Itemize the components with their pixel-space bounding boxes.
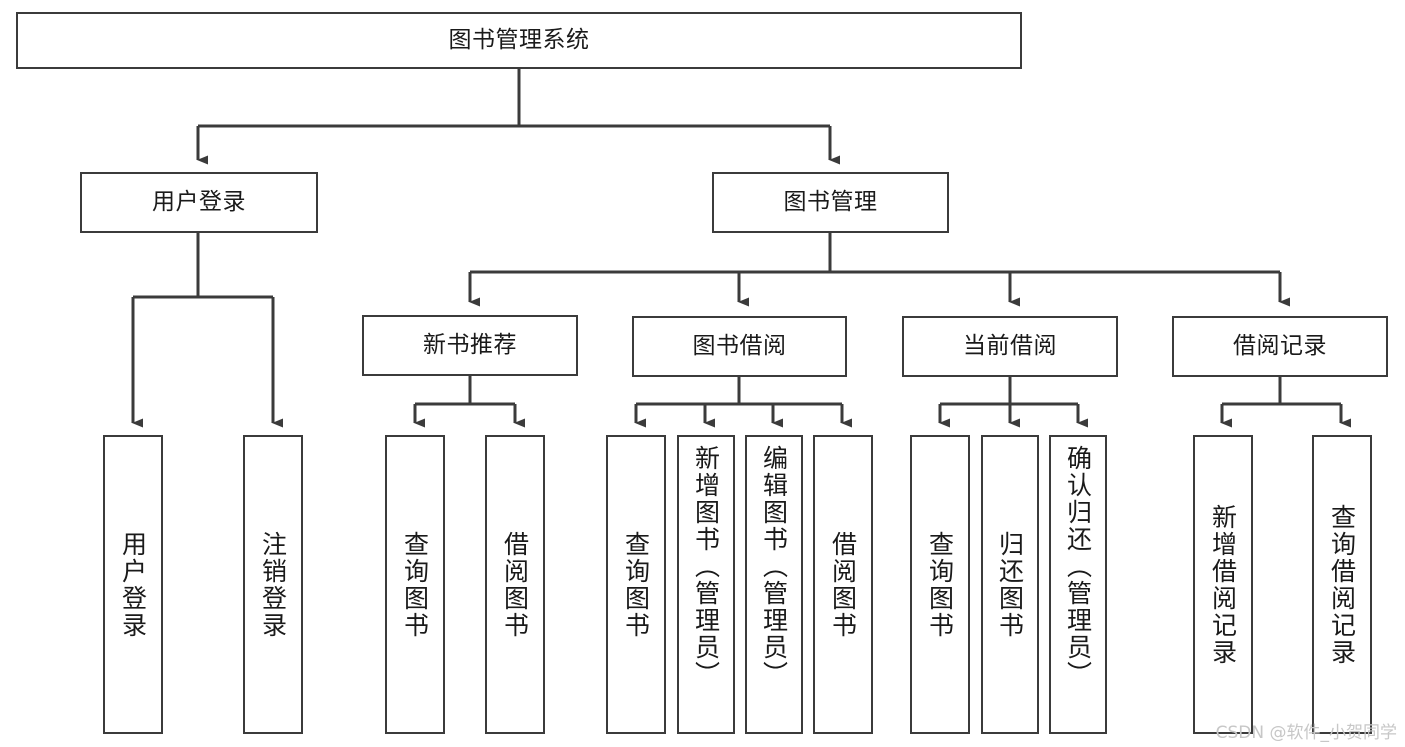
- node-label: 用户登录: [118, 530, 148, 639]
- leaf-book-borrow-add[interactable]: 新增图书（管理员）: [677, 435, 735, 734]
- node-label: 图书借阅: [692, 332, 787, 359]
- leaf-current-borrow-confirm-return[interactable]: 确认归还（管理员）: [1049, 435, 1107, 734]
- leaf-new-book-borrow[interactable]: 借阅图书: [485, 435, 545, 734]
- node-book-management[interactable]: 图书管理: [712, 172, 949, 233]
- node-label: 查询图书: [400, 530, 430, 639]
- node-new-book-recommend[interactable]: 新书推荐: [362, 315, 578, 376]
- node-label: 新增借阅记录: [1208, 503, 1238, 666]
- node-label: 借阅图书: [828, 530, 858, 639]
- node-borrow-record[interactable]: 借阅记录: [1172, 316, 1388, 377]
- node-root-system[interactable]: 图书管理系统: [16, 12, 1022, 69]
- node-book-borrow[interactable]: 图书借阅: [632, 316, 847, 377]
- node-label: 用户登录: [152, 188, 246, 215]
- leaf-book-borrow-edit[interactable]: 编辑图书（管理员）: [745, 435, 803, 734]
- leaf-user-login-login[interactable]: 用户登录: [103, 435, 163, 734]
- leaf-new-book-query[interactable]: 查询图书: [385, 435, 445, 734]
- leaf-book-borrow-borrow[interactable]: 借阅图书: [813, 435, 873, 734]
- csdn-watermark: CSDN @软件_小贺同学: [1215, 723, 1397, 743]
- node-label: 编辑图书（管理员）: [759, 445, 789, 688]
- node-label: 当前借阅: [963, 332, 1057, 359]
- node-label: 借阅记录: [1233, 332, 1327, 359]
- node-label: 图书管理: [783, 188, 878, 215]
- node-label: 注销登录: [258, 530, 288, 639]
- node-label: 查询借阅记录: [1327, 503, 1357, 666]
- node-label: 归还图书: [995, 530, 1025, 639]
- node-label: 查询图书: [621, 530, 651, 639]
- leaf-borrow-record-query[interactable]: 查询借阅记录: [1312, 435, 1372, 734]
- node-current-borrow[interactable]: 当前借阅: [902, 316, 1118, 377]
- leaf-book-borrow-query[interactable]: 查询图书: [606, 435, 666, 734]
- leaf-user-login-logout[interactable]: 注销登录: [243, 435, 303, 734]
- node-label: 图书管理系统: [448, 26, 590, 53]
- leaf-current-borrow-query[interactable]: 查询图书: [910, 435, 970, 734]
- node-label: 查询图书: [925, 530, 955, 639]
- node-label: 新增图书（管理员）: [691, 445, 721, 688]
- leaf-current-borrow-return[interactable]: 归还图书: [981, 435, 1039, 734]
- node-label: 借阅图书: [500, 530, 530, 639]
- leaf-borrow-record-add[interactable]: 新增借阅记录: [1193, 435, 1253, 734]
- node-user-login[interactable]: 用户登录: [80, 172, 318, 233]
- node-label: 确认归还（管理员）: [1063, 445, 1093, 688]
- node-label: 新书推荐: [423, 331, 517, 358]
